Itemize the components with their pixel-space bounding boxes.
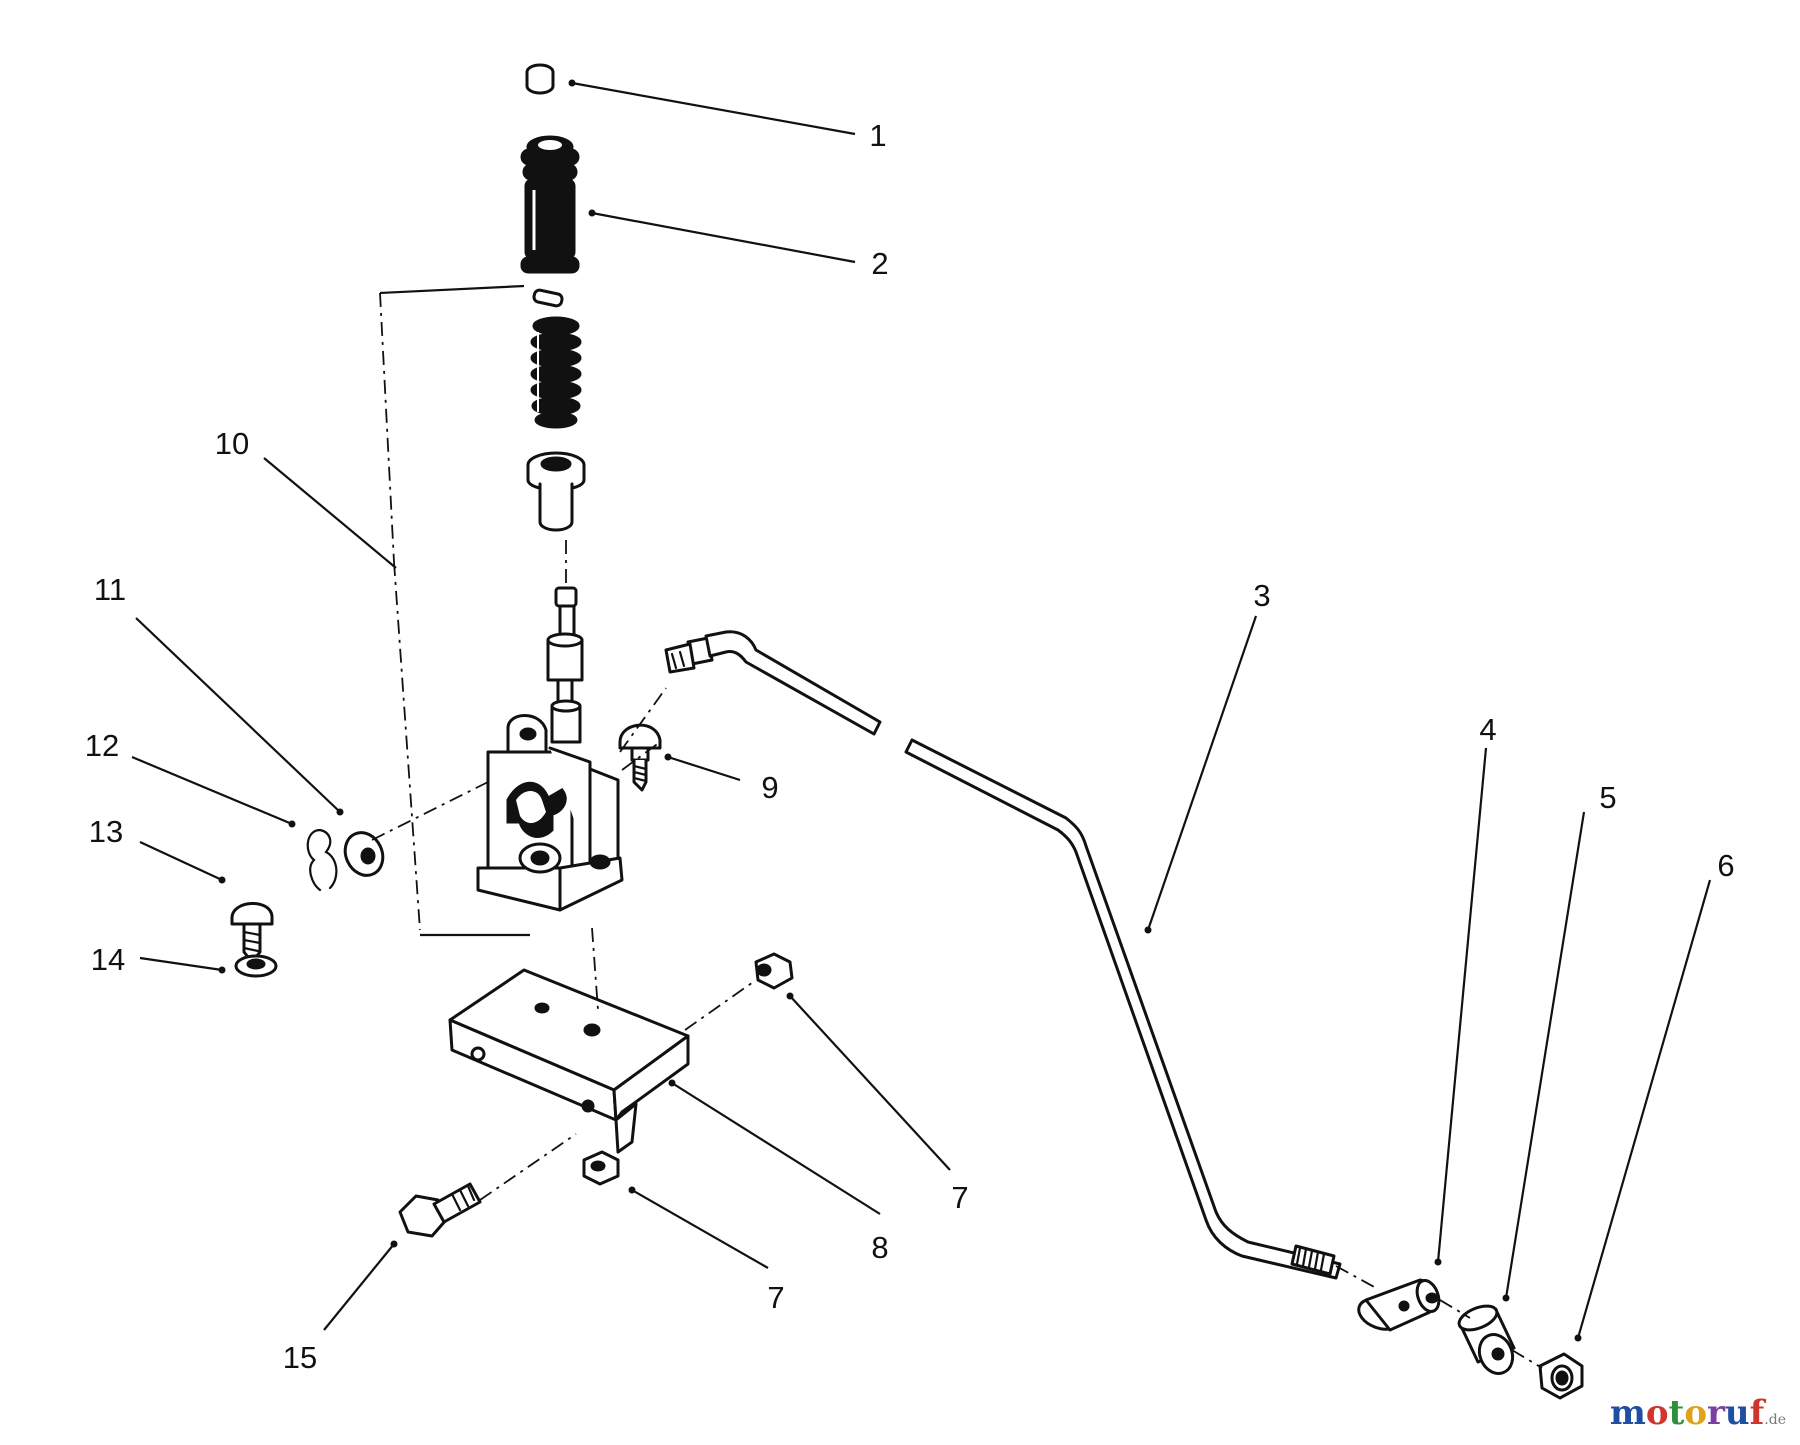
part-13-screw <box>230 902 274 964</box>
watermark-letter: t <box>1668 1393 1685 1433</box>
watermark-letter: o <box>1684 1393 1707 1433</box>
shift-shaft <box>546 586 584 744</box>
callout-5: 5 <box>1599 780 1616 815</box>
callout-labels: 1 2 3 4 5 6 7 7 8 9 10 11 12 13 14 15 <box>85 118 1735 1375</box>
bushing <box>526 451 586 532</box>
part-14-lock-washer <box>234 954 278 978</box>
callout-15: 15 <box>283 1340 317 1375</box>
watermark-letter: r <box>1707 1393 1725 1433</box>
part-12-hairpin <box>306 828 338 892</box>
callout-1: 1 <box>869 118 886 153</box>
callout-14: 14 <box>91 942 125 977</box>
part-3-shift-rod <box>664 630 1342 1280</box>
part-8-bracket <box>448 968 690 1154</box>
watermark-letter: o <box>1645 1393 1669 1433</box>
callout-12: 12 <box>85 728 119 763</box>
part-1-cap <box>525 63 555 95</box>
leader-lines <box>131 79 1712 1342</box>
callout-9: 9 <box>761 770 778 805</box>
callout-10: 10 <box>215 426 249 461</box>
watermark-letter: m <box>1609 1393 1646 1433</box>
part-7-nut-lower <box>582 1150 620 1186</box>
part-15-hex-bolt <box>398 1182 482 1238</box>
part-2-boot <box>520 135 580 274</box>
callout-7-upper: 7 <box>951 1180 968 1215</box>
callout-8: 8 <box>871 1230 888 1265</box>
callout-11: 11 <box>94 572 126 607</box>
part-9-carriage-bolt <box>618 723 662 792</box>
callout-2: 2 <box>871 246 888 281</box>
part-5-spacer <box>1457 1304 1516 1375</box>
callout-13: 13 <box>89 814 123 849</box>
callout-6: 6 <box>1717 848 1734 883</box>
watermark-text: motoruf <box>1610 1393 1764 1433</box>
watermark-suffix: .de <box>1764 1412 1786 1428</box>
assembly-lines <box>251 284 1543 1369</box>
callout-4: 4 <box>1479 712 1496 747</box>
callout-7-lower: 7 <box>767 1280 784 1315</box>
spring <box>530 316 582 429</box>
part-6-nut <box>1538 1352 1584 1400</box>
shift-housing <box>476 714 624 912</box>
watermark-letter: u <box>1724 1393 1750 1433</box>
part-7-nut-upper <box>754 952 794 990</box>
small-pin <box>532 288 564 308</box>
watermark-logo: motoruf.de <box>1610 1393 1786 1433</box>
part-4-adapter <box>1357 1278 1441 1332</box>
watermark-letter: f <box>1749 1393 1765 1433</box>
part-11-washer <box>343 831 385 877</box>
callout-3: 3 <box>1253 578 1270 613</box>
